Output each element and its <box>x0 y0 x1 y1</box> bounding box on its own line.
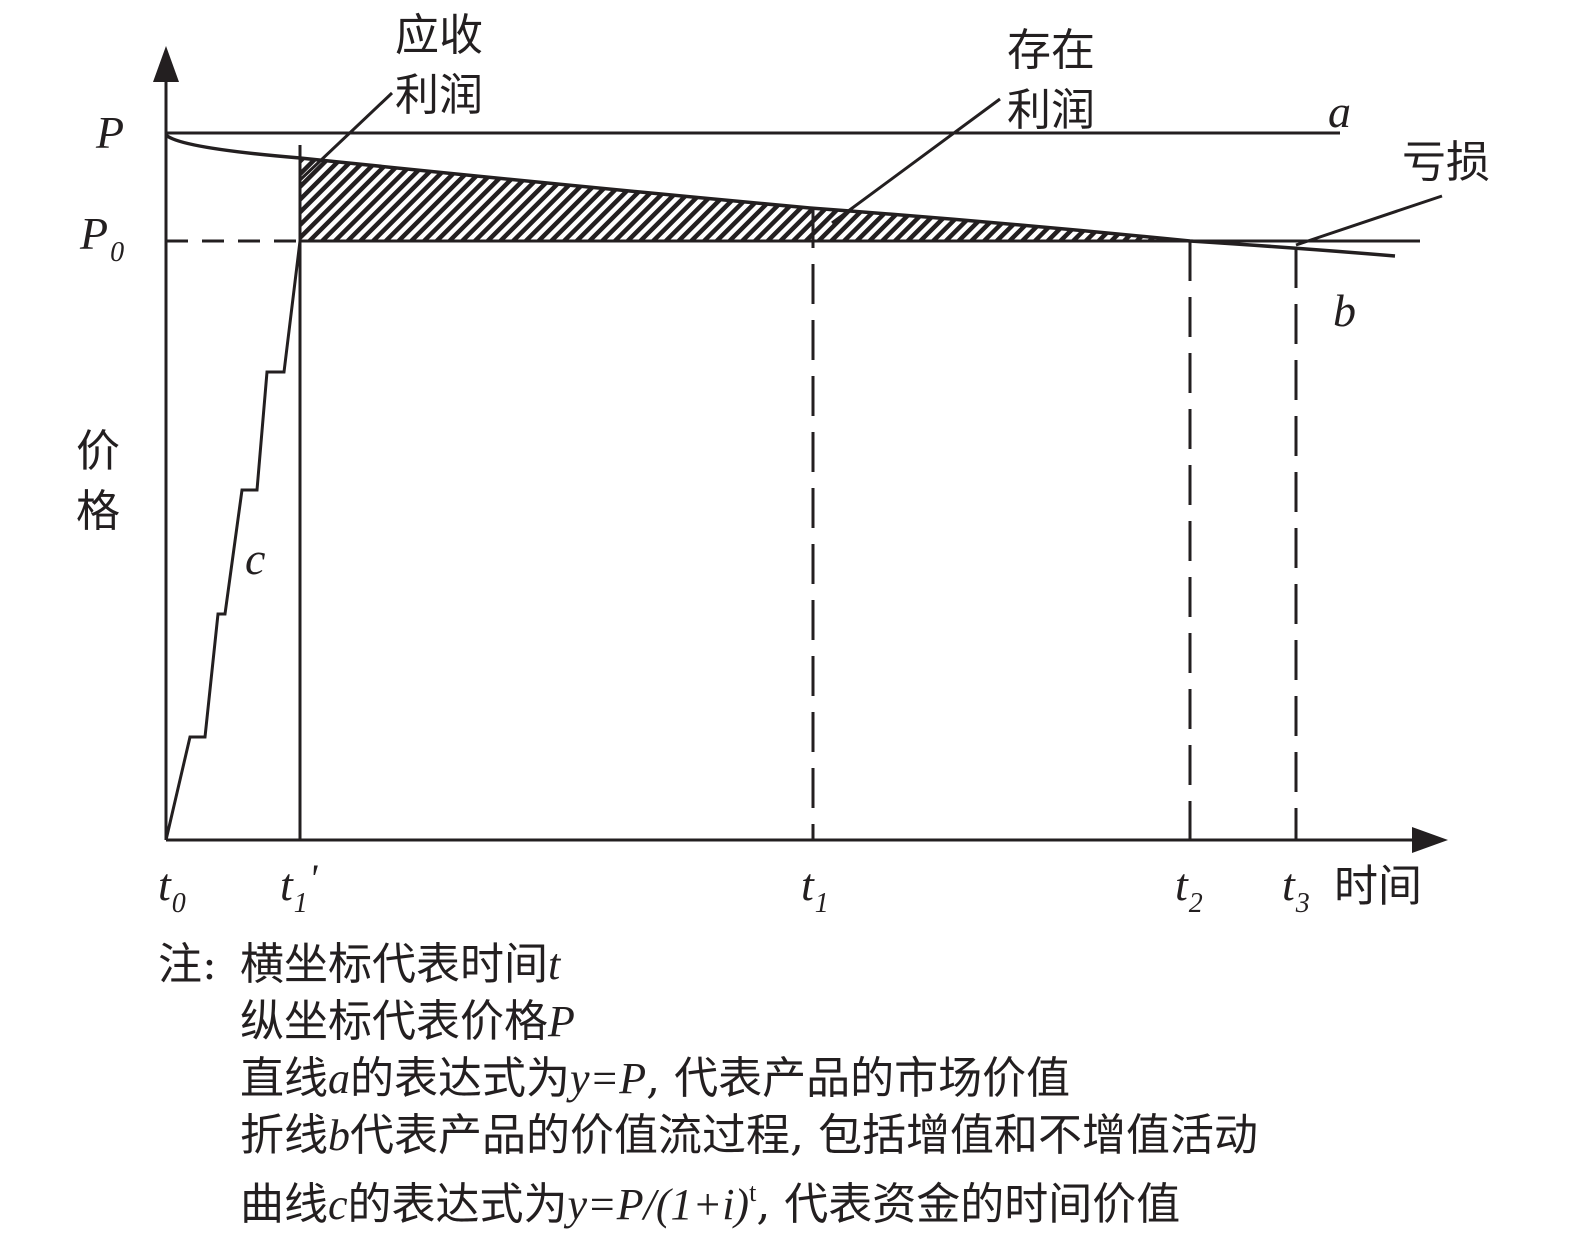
existing-profit-label-line2: 利润 <box>1007 85 1095 136</box>
x-axis-label: 时间 <box>1334 861 1422 912</box>
tick-t1: t1 <box>801 859 829 919</box>
tick-t2: t2 <box>1175 859 1203 919</box>
note-2-var: P <box>548 997 575 1046</box>
existing-profit-leader <box>831 97 1001 225</box>
note-3-pre: 直线 <box>240 1053 328 1104</box>
tick-t3: t3 <box>1282 859 1310 919</box>
note-2-text: 纵坐标代表价格 <box>240 996 548 1047</box>
y-axis-label-line2: 格 <box>76 486 120 537</box>
label-c: c <box>245 533 265 584</box>
note-line-3: 直线a的表达式为y=P, 代表产品的市场价值 <box>158 1050 1558 1107</box>
note-line-1: 注: 横坐标代表时间t <box>158 936 1558 993</box>
note-line-4: 折线b代表产品的价值流过程, 包括增值和不增值活动 <box>158 1107 1558 1164</box>
label-p0: P0 <box>79 208 124 268</box>
existing-profit-label-line1: 存在 <box>1007 25 1095 76</box>
note-1-text: 横坐标代表时间 <box>240 939 548 990</box>
label-b: b <box>1333 285 1356 336</box>
loss-leader <box>1295 194 1443 247</box>
tick-t1-prime: t1' <box>280 856 319 919</box>
label-p: P <box>95 107 124 158</box>
note-line-2: 纵坐标代表价格P <box>158 993 1558 1050</box>
receivable-profit-leader <box>298 91 394 182</box>
notes-block: 注:横坐标代表时间t 纵坐标代表价格P 直线a的表达式为y=P, 代表产品的市场… <box>158 936 1558 1233</box>
note-5-sup: t <box>749 1178 757 1207</box>
note-5-mid: 的表达式为 <box>347 1179 568 1230</box>
note-3-expr: y=P <box>570 1054 647 1103</box>
note-4-var: b <box>328 1111 350 1160</box>
note-line-5: 曲线c的表达式为y=P/(1+i)t, 代表资金的时间价值 <box>158 1164 1558 1233</box>
note-3-var: a <box>328 1054 350 1103</box>
note-5-pre: 曲线 <box>240 1179 328 1230</box>
note-5-post: , 代表资金的时间价值 <box>756 1179 1181 1230</box>
note-4-post: 代表产品的价值流过程, 包括增值和不增值活动 <box>350 1110 1258 1161</box>
note-5-expr: y=P/(1+i) <box>567 1180 750 1229</box>
note-3-post: , 代表产品的市场价值 <box>646 1053 1071 1104</box>
loss-label: 亏损 <box>1402 137 1490 188</box>
note-3-mid: 的表达式为 <box>350 1053 570 1104</box>
y-axis-arrow-icon <box>153 46 179 82</box>
label-a: a <box>1328 86 1351 137</box>
x-axis-arrow-icon <box>1412 827 1448 853</box>
tick-t0: t0 <box>158 859 186 919</box>
receivable-profit-label-line2: 利润 <box>395 70 483 121</box>
y-axis-label-line1: 价 <box>76 426 120 477</box>
note-prefix: 注: <box>158 939 217 990</box>
note-5-var: c <box>328 1180 348 1229</box>
profit-hatched-area <box>300 158 1190 241</box>
receivable-profit-label-line1: 应收 <box>395 10 483 61</box>
curve-c <box>164 240 302 841</box>
note-1-var: t <box>548 940 561 989</box>
note-4-pre: 折线 <box>240 1110 328 1161</box>
